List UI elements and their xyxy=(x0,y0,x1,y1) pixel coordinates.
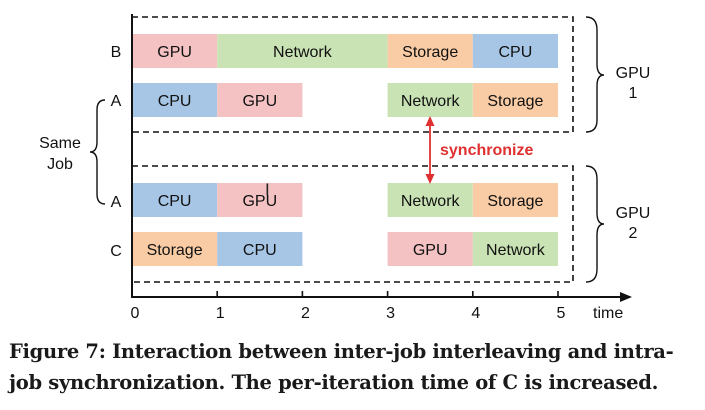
bar-c-3-gpu xyxy=(387,232,473,266)
row-label-a-top: A xyxy=(111,93,122,110)
time-axis-ticks: 0 1 2 3 4 5 xyxy=(131,291,566,322)
tick-label-1: 1 xyxy=(216,305,225,322)
bar-label-0-2: Storage xyxy=(402,44,458,61)
tick-label-5: 5 xyxy=(557,305,566,322)
same-job-label-line2: Job xyxy=(47,156,73,173)
bar-label-1-0: CPU xyxy=(158,93,192,110)
bar-label-2-1: GPU xyxy=(242,193,277,210)
bar-label-3-2: GPU xyxy=(413,242,448,259)
bar-a-1-network xyxy=(387,83,473,117)
synchronize-label: synchronize xyxy=(440,142,533,159)
tick-label-4: 4 xyxy=(471,305,480,322)
bar-label-1-1: GPU xyxy=(242,93,277,110)
bar-a-2-gpu xyxy=(217,183,303,217)
bar-label-3-1: CPU xyxy=(243,242,277,259)
bar-label-1-3: Storage xyxy=(487,93,543,110)
gpu1-brace xyxy=(585,16,605,133)
tick-label-0: 0 xyxy=(131,305,140,322)
bar-label-2-2: Network xyxy=(401,193,461,210)
figure-caption: Figure 7: Interaction between inter-job … xyxy=(9,336,699,398)
row-label-c: C xyxy=(110,243,122,260)
bar-label-0-1: Network xyxy=(273,44,333,61)
same-job-label-line1: Same xyxy=(39,135,81,152)
bar-label-3-0: Storage xyxy=(147,242,203,259)
bar-b-0-cpu xyxy=(472,34,558,68)
same-job-brace xyxy=(89,99,106,205)
caption-line-2: job synchronization. The per-iteration t… xyxy=(9,371,659,394)
bar-label-2-3: Storage xyxy=(487,193,543,210)
gpu1-label-line2: 1 xyxy=(629,85,638,102)
bar-c-3-cpu xyxy=(217,232,303,266)
bar-b-0-storage xyxy=(387,34,473,68)
bar-label-0-3: CPU xyxy=(499,44,533,61)
time-axis-label: time xyxy=(593,305,623,322)
bar-a-2-cpu xyxy=(132,183,218,217)
caption-line-1: Figure 7: Interaction between inter-job … xyxy=(9,340,674,363)
gpu1-label-line1: GPU xyxy=(616,65,651,82)
gpu2-label-line2: 2 xyxy=(629,225,638,242)
gpu2-brace xyxy=(585,165,605,283)
bar-b-0-gpu xyxy=(132,34,218,68)
row-label-a-bottom: A xyxy=(111,194,122,211)
bar-b-0-network xyxy=(217,34,388,68)
text-cursor-icon: I xyxy=(265,180,270,199)
bar-a-1-storage xyxy=(472,83,558,117)
row-label-b: B xyxy=(111,44,122,61)
bar-label-0-0: GPU xyxy=(157,44,192,61)
bar-a-1-gpu xyxy=(217,83,303,117)
gpu2-label-line1: GPU xyxy=(616,205,651,222)
bar-c-3-network xyxy=(472,232,558,266)
bar-label-2-0: CPU xyxy=(158,193,192,210)
bar-c-3-storage xyxy=(132,232,218,266)
bar-label-3-3: Network xyxy=(486,242,546,259)
bar-label-1-2: Network xyxy=(401,93,461,110)
tick-label-3: 3 xyxy=(386,305,395,322)
tick-label-2: 2 xyxy=(301,305,310,322)
bar-a-2-network xyxy=(387,183,473,217)
bar-a-1-cpu xyxy=(132,83,218,117)
bar-a-2-storage xyxy=(472,183,558,217)
